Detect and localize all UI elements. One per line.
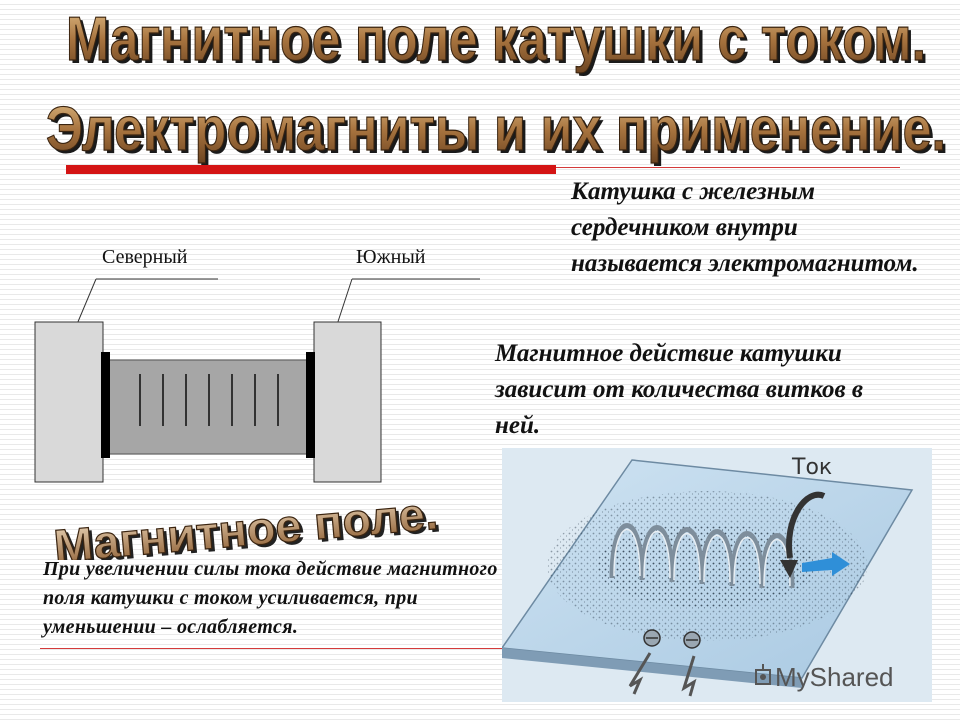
watermark-icon xyxy=(755,664,771,685)
coil-highlights xyxy=(613,529,791,587)
title-line2: Электромагниты и их применение. xyxy=(46,95,946,164)
north-pole-label: Северный xyxy=(102,246,188,268)
coil-windings xyxy=(139,374,279,426)
coil-core xyxy=(107,359,309,455)
left-flange xyxy=(101,352,110,458)
wire-lead-right xyxy=(681,655,697,697)
subtitle-wordart: Магнитное поле. Магнитное поле. xyxy=(51,486,443,560)
wire-lead-left xyxy=(628,652,652,695)
current-label: Ток xyxy=(791,455,832,480)
slide-title: Магнитное поле катушки с током. Магнитно… xyxy=(45,4,949,167)
bottom-red-rule xyxy=(40,648,560,649)
subtitle: Магнитное поле. xyxy=(52,487,440,560)
title-line1-shadow: Магнитное поле катушки с током. xyxy=(69,8,929,77)
current-dependence-text: При увеличении силы тока действие магнит… xyxy=(43,558,498,638)
right-flange xyxy=(306,352,315,458)
watermark-text: MyShared xyxy=(775,662,894,692)
plate-edge xyxy=(502,648,802,688)
south-pole-block xyxy=(313,321,382,483)
field-direction-arrow xyxy=(802,552,850,576)
current-arrow-head xyxy=(780,560,798,578)
electromagnet-definition-text: Катушка с железным сердечником внутри на… xyxy=(571,178,919,277)
title-line1: Магнитное поле катушки с током. xyxy=(66,5,926,74)
electromagnet-diagram xyxy=(34,278,480,483)
title-underline-rule xyxy=(556,167,900,168)
south-pole-label: Южный xyxy=(356,246,426,268)
title-line2-shadow: Электромагниты и их применение. xyxy=(49,98,949,167)
title-underline-bar xyxy=(66,165,556,174)
coil-field-illustration: Ток xyxy=(502,448,932,702)
current-direction-arrow xyxy=(786,491,826,559)
turns-dependence-text: Магнитное действие катушки зависит от ко… xyxy=(495,340,864,439)
